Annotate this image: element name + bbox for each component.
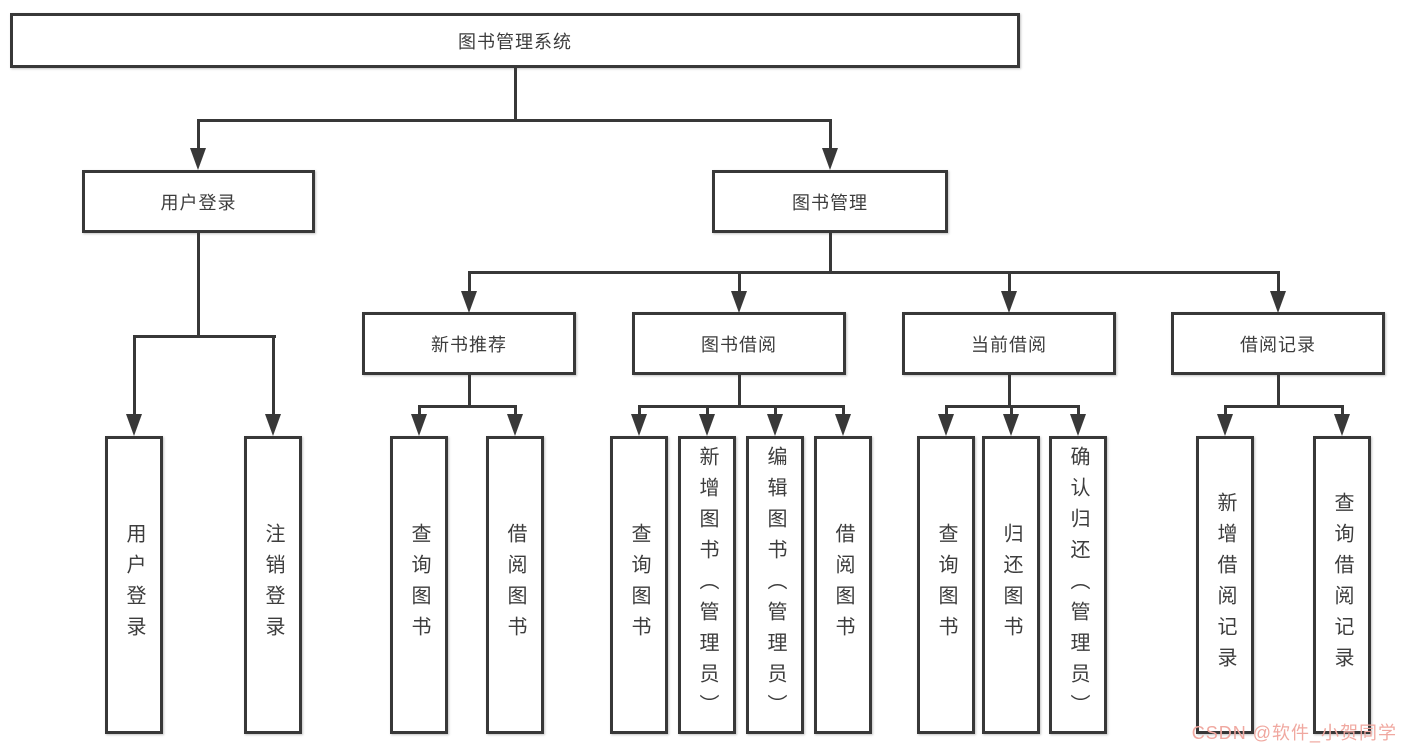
arrow-g3-leaf4 [835,414,851,436]
connector-user-login-hbar [133,335,276,338]
connector-g2-hbar [418,405,517,408]
node-new-book-recommend: 新书推荐 [362,312,576,375]
node-root-library-system: 图书管理系统 [10,13,1020,68]
connector-user-login-stem [197,119,200,149]
leaf-label: 查询借阅记录 [1331,492,1353,678]
leaf-label: 借阅图书 [504,523,526,647]
node-label: 图书借阅 [701,334,777,355]
leaf-borrow-book: 借阅图书 [814,436,872,734]
leaf-label: 确认归还（管理员） [1067,445,1089,725]
connector-book-borrow-stem [738,271,741,293]
arrow-g2-leaf1 [411,414,427,436]
csdn-watermark: CSDN @软件_小贺同学 [1191,723,1397,743]
arrow-to-leaf-logout [265,414,281,436]
node-label: 图书管理 [792,192,868,213]
connector-g3-down [738,375,741,408]
arrow-g3-leaf1 [631,414,647,436]
leaf-label: 新增图书（管理员） [696,445,718,725]
node-current-borrowing: 当前借阅 [902,312,1116,375]
leaf-label: 查询图书 [408,523,430,647]
leaf-query-book-recommend: 查询图书 [390,436,448,734]
leaf-label: 归还图书 [1000,523,1022,647]
connector-g5-down [1277,375,1280,408]
connector-g5-hbar [1224,405,1344,408]
leaf-label: 查询图书 [628,523,650,647]
node-user-login: 用户登录 [82,170,315,233]
connector-user-login-down [197,233,200,338]
arrow-to-current-borrow [1001,291,1017,313]
arrow-to-leaf-user-login [126,414,142,436]
connector-leaf-logout-stem [272,335,275,415]
connector-g3-leaf2-stem [706,405,709,417]
connector-g2-down [468,375,471,408]
leaf-label: 用户登录 [123,523,145,647]
arrow-g2-leaf2 [507,414,523,436]
connector-g4-leaf3-stem [1077,405,1080,417]
leaf-label: 新增借阅记录 [1214,492,1236,678]
arrow-to-book-borrow [731,291,747,313]
connector-book-mgmt-stem [829,119,832,149]
leaf-borrow-book-recommend: 借阅图书 [486,436,544,734]
leaf-add-borrow-record: 新增借阅记录 [1196,436,1254,734]
leaf-query-book-current: 查询图书 [917,436,975,734]
connector-g2-leaf2-stem [514,405,517,417]
node-label: 当前借阅 [971,334,1047,355]
node-label: 借阅记录 [1240,334,1316,355]
arrow-g4-leaf3 [1070,414,1086,436]
connector-g4-down [1008,375,1011,408]
connector-current-borrow-stem [1008,271,1011,293]
connector-new-book-stem [468,271,471,293]
leaf-edit-book-admin: 编辑图书（管理员） [746,436,804,734]
connector-g3-hbar [638,405,845,408]
arrow-to-new-book [461,291,477,313]
connector-g3-leaf4-stem [842,405,845,417]
connector-g3-leaf3-stem [774,405,777,417]
connector-g4-leaf2-stem [1010,405,1013,417]
connector-g5-leaf1-stem [1224,405,1227,417]
connector-root-stem [514,68,517,121]
arrow-g3-leaf3 [767,414,783,436]
node-label: 图书管理系统 [458,31,572,52]
node-label: 用户登录 [160,192,237,213]
connector-g5-leaf2-stem [1341,405,1344,417]
leaf-query-book-borrowing: 查询图书 [610,436,668,734]
connector-root-hbar [197,119,832,122]
leaf-label: 编辑图书（管理员） [764,445,786,725]
leaf-user-login: 用户登录 [105,436,163,734]
connector-g3-leaf1-stem [638,405,641,417]
connector-leaf-user-login-stem [133,335,136,415]
connector-g2-leaf1-stem [418,405,421,417]
node-book-management: 图书管理 [712,170,948,233]
arrow-to-borrow-record [1270,291,1286,313]
node-borrow-records: 借阅记录 [1171,312,1385,375]
arrow-g5-leaf1 [1217,414,1233,436]
leaf-query-borrow-record: 查询借阅记录 [1313,436,1371,734]
arrow-to-user-login [190,148,206,170]
connector-book-mgmt-down [829,233,832,274]
leaf-label: 查询图书 [935,523,957,647]
connector-borrow-record-stem [1277,271,1280,293]
leaf-label: 借阅图书 [832,523,854,647]
node-label: 新书推荐 [431,334,507,355]
node-book-borrowing: 图书借阅 [632,312,846,375]
arrow-g4-leaf2 [1003,414,1019,436]
leaf-return-book: 归还图书 [982,436,1040,734]
connector-g4-leaf1-stem [945,405,948,417]
arrow-g3-leaf2 [699,414,715,436]
leaf-confirm-return-admin: 确认归还（管理员） [1049,436,1107,734]
arrow-to-book-mgmt [822,148,838,170]
leaf-label: 注销登录 [262,523,284,647]
leaf-logout: 注销登录 [244,436,302,734]
connector-book-mgmt-hbar [468,271,1280,274]
arrow-g5-leaf2 [1334,414,1350,436]
leaf-add-book-admin: 新增图书（管理员） [678,436,736,734]
arrow-g4-leaf1 [938,414,954,436]
